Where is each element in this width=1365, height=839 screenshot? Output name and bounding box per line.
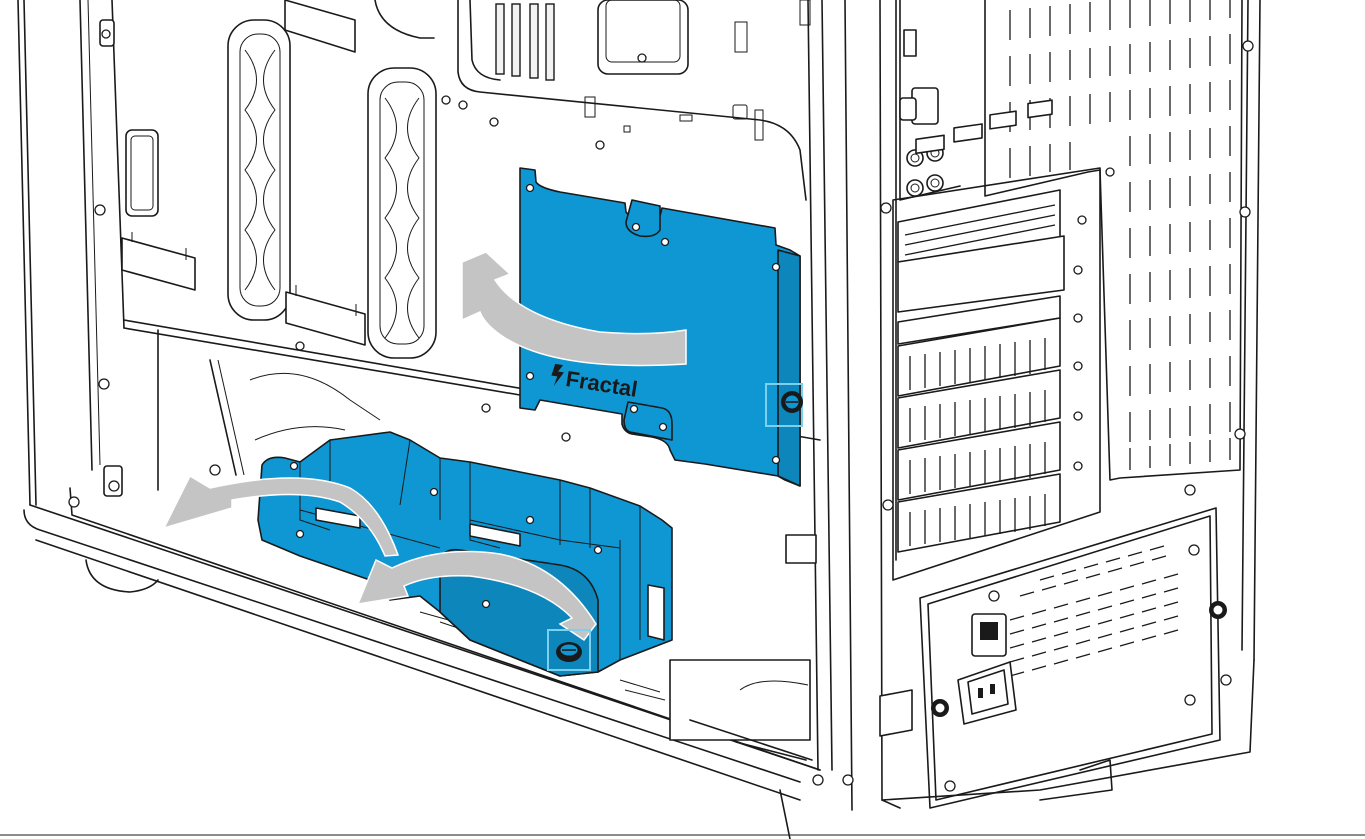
case-interior [17,0,853,839]
curved-arrow-icon [356,550,597,642]
rear-fan-vent [984,0,1243,481]
rear-panel [812,0,1261,809]
curved-arrow-icon [162,474,400,557]
ssd-bracket-upper: Fractal [519,167,801,487]
power-switch-icon [971,613,1007,657]
thumbscrew-icon [765,383,803,427]
thumbscrew-icon [931,601,1227,717]
expansion-slots [892,99,1101,581]
ram-slots [495,3,555,81]
psu [879,507,1227,809]
thumbscrew-icon [547,629,591,671]
curved-arrow-icon [461,251,687,367]
power-socket-icon [957,661,1017,725]
